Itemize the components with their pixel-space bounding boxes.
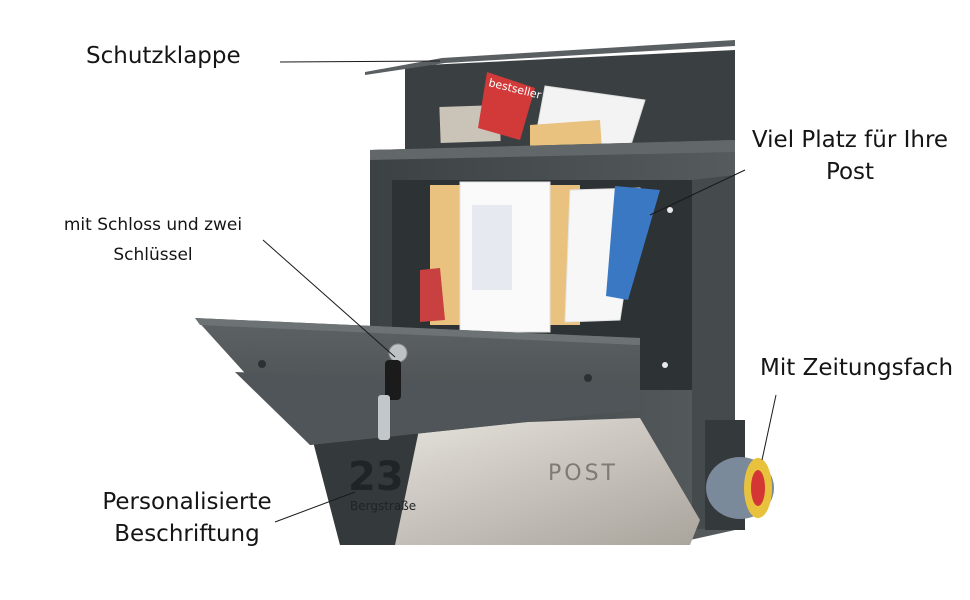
panel-text: POST (548, 461, 618, 486)
lock-with-keys (378, 343, 408, 440)
house-number: 23 (348, 454, 404, 500)
callout-space-line2: Post (825, 159, 875, 185)
key-icon (385, 360, 401, 400)
magazine (478, 72, 535, 140)
callout-personalized-line1: Personalisierte (102, 489, 272, 515)
callout-personalized-line2: Beschriftung (114, 521, 260, 547)
callout-personalized: Personalisierte Beschriftung (82, 486, 292, 550)
callout-lines (262, 60, 777, 523)
callout-lock-line2: Schlüssel (113, 245, 193, 265)
upper-mail: bestseller (439, 72, 646, 152)
callout-space-line1: Viel Platz für Ihre (751, 127, 949, 153)
front-flap (195, 318, 640, 445)
protective-flap (365, 40, 735, 75)
mail-stack (420, 181, 660, 333)
callout-space: Viel Platz für Ihre Post (745, 124, 955, 188)
callout-protective-flap: Schutzklappe (86, 43, 241, 69)
callout-newspaper-compartment: Mit Zeitungsfach (760, 355, 954, 381)
callout-lock: mit Schloss und zwei Schlüssel (48, 210, 258, 270)
street-name: Bergstraße (350, 499, 416, 513)
callout-lock-line1: mit Schloss und zwei (63, 215, 243, 235)
newspaper-compartment (705, 420, 774, 530)
steel-front-panel: POST 23 Bergstraße (310, 418, 700, 545)
